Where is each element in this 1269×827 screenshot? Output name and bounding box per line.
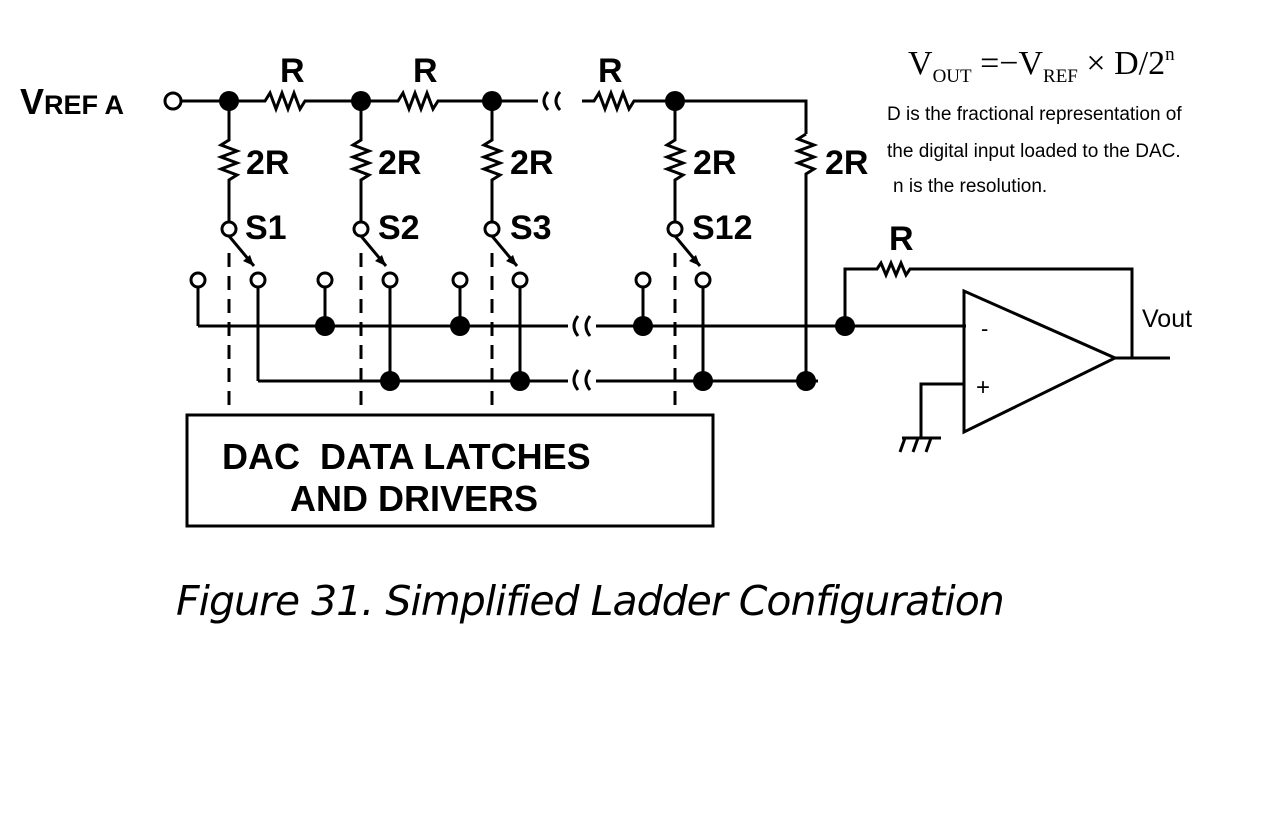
contact	[189, 271, 207, 289]
switch-label-2: S2	[378, 209, 420, 247]
arrow-head-3	[506, 255, 517, 266]
shunt-resistor-label-5: 2R	[825, 144, 868, 182]
junction-dot	[450, 316, 470, 336]
shunt-leg-1	[216, 101, 242, 222]
ground-symbol	[898, 436, 941, 453]
shunt-leg-2	[348, 101, 374, 222]
junction-dot	[351, 91, 371, 111]
junction-dot	[835, 316, 855, 336]
series-resistor-label-1: R	[280, 52, 305, 90]
break-mark-bus1	[572, 315, 592, 337]
opamp-minus-label: -	[981, 316, 988, 341]
switch-pivot-4	[666, 220, 684, 238]
vref-label: VREF A	[20, 81, 124, 122]
figure-caption: Figure 31. Simplified Ladder Configurati…	[176, 577, 1005, 625]
junction-dot	[380, 371, 400, 391]
junction-dot	[219, 91, 239, 111]
break-mark-top	[542, 91, 562, 111]
junction-dot	[315, 316, 335, 336]
shunt-resistor-label-1: 2R	[246, 144, 289, 182]
break-mark-bus2	[572, 369, 592, 391]
series-resistor-label-3: R	[598, 52, 623, 90]
note-line-1: D is the fractional representation of	[887, 104, 1182, 125]
feedback-resistor-label: R	[889, 220, 914, 258]
junction-dot	[482, 91, 502, 111]
arrow-head-1	[243, 255, 254, 266]
contact-leads	[196, 287, 705, 381]
contact	[249, 271, 267, 289]
shunt-leg-5	[793, 132, 819, 382]
contact	[511, 271, 529, 289]
contact	[381, 271, 399, 289]
shunt-resistor-label-3: 2R	[510, 144, 553, 182]
vref-terminal	[163, 91, 183, 111]
feedback-path	[843, 259, 1134, 358]
contact	[634, 271, 652, 289]
arrow-head-4	[689, 255, 700, 266]
contact	[316, 271, 334, 289]
note-line-3: n is the resolution.	[893, 176, 1048, 197]
latch-block	[185, 413, 715, 528]
switch-label-3: S3	[510, 209, 552, 247]
transfer-formula: VOUT =−VREF × D/2n	[908, 44, 1175, 87]
latch-label-line1: DAC DATA LATCHES	[222, 436, 591, 477]
switch-pivot-3	[483, 220, 501, 238]
junction-dot	[796, 371, 816, 391]
junction-dot	[633, 316, 653, 336]
plus-input-lead	[919, 382, 964, 438]
output-label: Vout	[1142, 305, 1193, 333]
contact	[694, 271, 712, 289]
series-resistor-label-2: R	[413, 52, 438, 90]
junction-dot	[693, 371, 713, 391]
note-line-2: the digital input loaded to the DAC.	[887, 141, 1181, 162]
opamp-plus-label: +	[976, 374, 990, 401]
arrow-head-2	[375, 255, 386, 266]
latch-label-line2: AND DRIVERS	[290, 478, 538, 519]
shunt-resistor-label-2: 2R	[378, 144, 421, 182]
switch-label-1: S1	[245, 209, 287, 247]
shunt-leg-4	[662, 101, 688, 222]
switch-pivot-2	[352, 220, 370, 238]
switch-pivot-1	[220, 220, 238, 238]
junction-dot	[510, 371, 530, 391]
shunt-resistor-label-4: 2R	[693, 144, 736, 182]
junction-dot	[665, 91, 685, 111]
switch-label-4: S12	[692, 209, 753, 247]
opamp-triangle	[962, 288, 1119, 435]
contact	[451, 271, 469, 289]
shunt-leg-3	[479, 101, 505, 222]
